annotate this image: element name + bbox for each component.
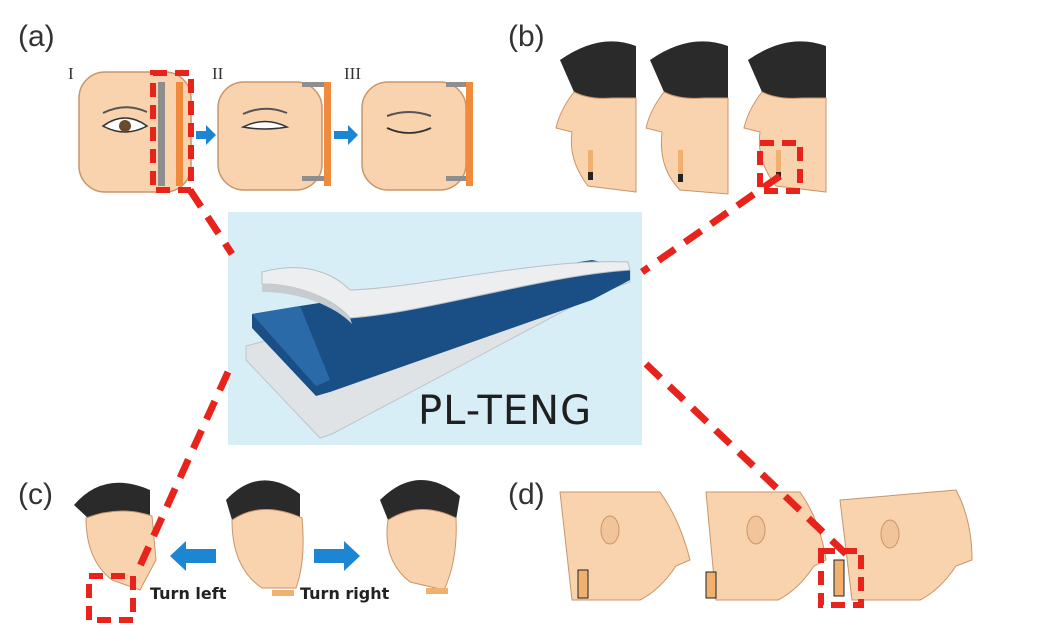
strip-orange-2 — [324, 82, 331, 186]
highlight-box-d — [818, 548, 864, 608]
panel-a-faces — [78, 70, 473, 193]
turn-right-label: Turn right — [300, 584, 390, 603]
arrow-right-icon — [334, 125, 358, 145]
head-center — [226, 480, 304, 596]
connector-d — [643, 361, 849, 557]
highlight-box-a — [150, 70, 194, 193]
step-2-label: II — [212, 64, 224, 83]
profile-head-1 — [555, 41, 637, 193]
connector-lines — [136, 173, 849, 568]
panel-d-heads — [559, 489, 973, 608]
eyebrow-1 — [102, 106, 148, 114]
step-1-label: I — [68, 64, 74, 83]
step-3-label: III — [344, 64, 361, 83]
panel-d-label: (d) — [508, 478, 545, 511]
highlight-box-c — [86, 573, 136, 623]
eyebrow-3 — [386, 111, 432, 117]
strip-gray-top-3 — [446, 82, 470, 87]
eye-half-icon — [240, 120, 290, 130]
face-crop-3 — [361, 81, 467, 191]
arrow-left-icon — [170, 541, 216, 571]
neck-head-1 — [559, 491, 691, 601]
head-turn-right — [380, 479, 460, 594]
strip-orange-1 — [176, 82, 183, 186]
strip-gray-bottom-3 — [446, 176, 470, 181]
connector-b — [640, 173, 782, 275]
face-crop-1 — [78, 71, 192, 193]
middle-blue-layer — [252, 260, 630, 396]
turn-left-label: Turn left — [150, 584, 227, 603]
panel-b-heads — [555, 41, 827, 195]
arrow-right-icon — [196, 125, 216, 145]
arrow-right-icon — [314, 541, 360, 571]
device-title: PL-TENG — [418, 388, 593, 434]
connector-c — [136, 370, 232, 568]
panel-c-heads — [74, 479, 460, 623]
head-turn-left — [74, 482, 157, 591]
strip-orange-3 — [466, 82, 473, 186]
strip-gray-bottom-2 — [302, 176, 330, 181]
panel-a-label: (a) — [18, 20, 55, 53]
connector-a — [187, 188, 235, 256]
neck-head-3 — [833, 489, 973, 601]
face-crop-2 — [217, 81, 323, 191]
pl-teng-device — [228, 212, 642, 445]
eyebrow-2 — [242, 107, 288, 115]
profile-head-3 — [743, 41, 827, 193]
strip-gray-top-2 — [302, 82, 330, 87]
panel-b-label: (b) — [508, 20, 545, 53]
eye-closed-icon — [386, 127, 432, 134]
eye-iris — [119, 120, 131, 132]
profile-head-2 — [645, 41, 729, 195]
middle-blue-layer-face — [252, 306, 330, 386]
panel-c-label: (c) — [18, 478, 53, 511]
top-layer-edge — [262, 284, 352, 324]
neck-head-2 — [705, 491, 827, 601]
strip-gray-1 — [158, 82, 165, 186]
